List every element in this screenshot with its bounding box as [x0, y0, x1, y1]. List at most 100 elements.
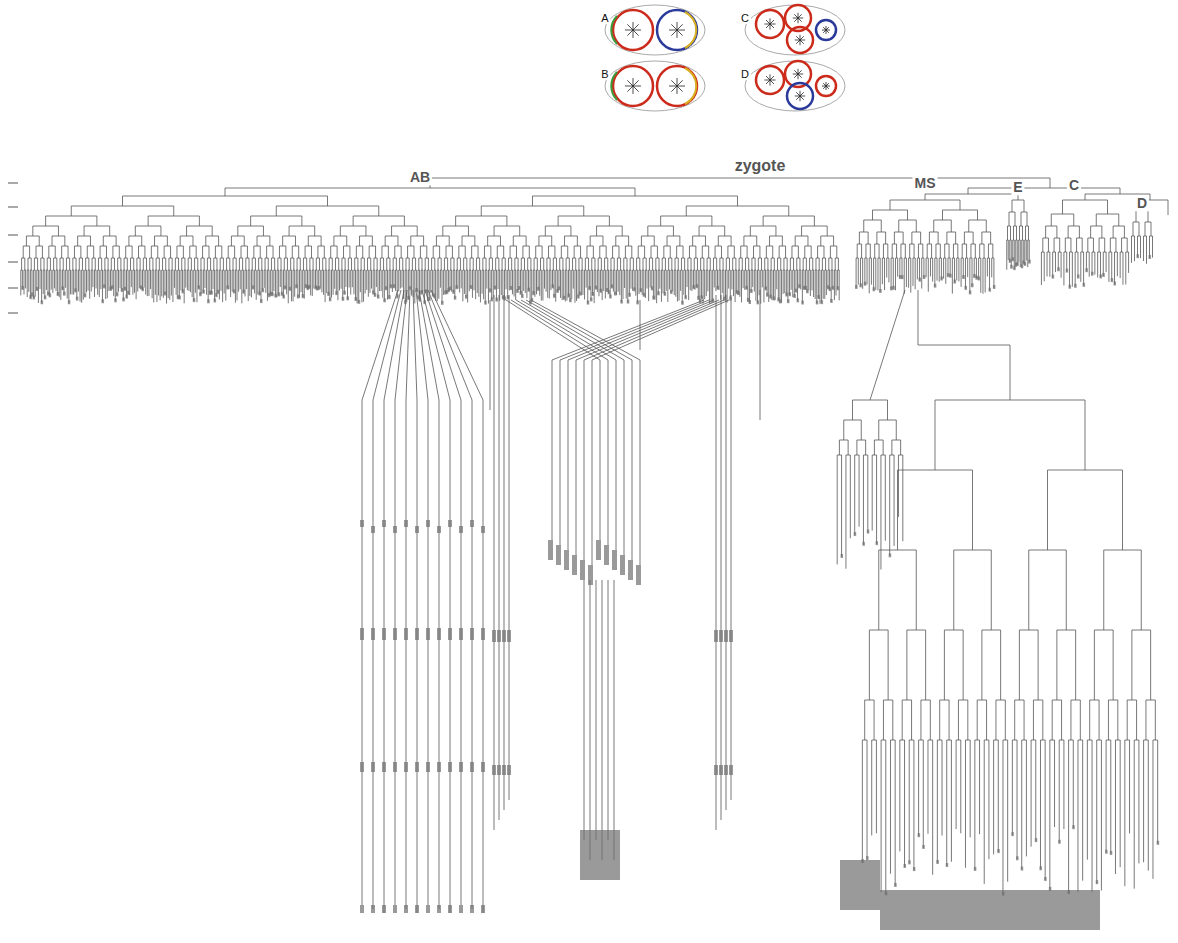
dense-division-mark [126, 295, 129, 299]
dense-division-mark [437, 762, 441, 772]
eggshell-outline [605, 5, 705, 55]
dense-division-mark [1074, 284, 1077, 288]
dense-division-mark [816, 300, 819, 304]
aster-ray [633, 30, 634, 38]
aster-ray [633, 78, 634, 86]
dense-division-mark [407, 296, 410, 300]
dense-division-mark [572, 555, 577, 575]
dense-division-mark [579, 292, 582, 296]
dense-division-mark [997, 849, 1000, 853]
dense-division-mark [481, 762, 485, 772]
dense-division-mark [657, 291, 660, 295]
aster-ray [633, 86, 634, 94]
dense-division-mark [1012, 257, 1015, 261]
dense-division-mark [798, 284, 801, 288]
dense-division-mark [841, 554, 844, 558]
dense-division-mark [608, 290, 611, 294]
dense-division-mark [459, 526, 463, 533]
dense-division-mark [470, 762, 474, 772]
aster-ray [766, 76, 770, 80]
axis-tick [8, 262, 18, 263]
dense-division-mark [507, 295, 510, 299]
dense-division-mark [437, 628, 441, 640]
dense-division-mark [1091, 272, 1094, 276]
embryo-schematic [745, 5, 845, 55]
aster-ray [823, 86, 826, 89]
aster-ray [633, 30, 641, 31]
dense-division-mark [428, 297, 431, 301]
dense-division-mark [497, 630, 501, 642]
dense-division-mark [1149, 255, 1152, 259]
dense-division-mark [415, 628, 419, 640]
dense-division-mark [426, 628, 430, 640]
aster-ray [826, 86, 829, 89]
dense-division-mark [122, 297, 125, 301]
dense-division-mark [880, 890, 1100, 930]
dense-division-mark [552, 284, 555, 288]
dense-division-mark [724, 765, 728, 775]
dense-division-mark [1044, 877, 1047, 881]
dense-division-mark [714, 630, 718, 642]
cortex-marker [685, 12, 696, 48]
dense-division-mark [114, 298, 117, 302]
cortex-marker [611, 16, 617, 44]
dense-division-mark [415, 526, 419, 533]
dense-division-mark [441, 301, 444, 305]
dense-division-mark [390, 284, 393, 288]
dense-division-mark [437, 905, 441, 913]
aster-ray [677, 86, 683, 92]
dense-division-mark [360, 905, 364, 913]
dense-division-mark [793, 294, 796, 298]
dense-division-mark [404, 520, 408, 527]
aster-ray [826, 30, 829, 33]
dense-division-mark [360, 520, 364, 527]
dense-division-mark [289, 287, 292, 291]
dense-division-mark [295, 284, 298, 288]
dense-division-mark [481, 905, 485, 913]
dense-division-mark [404, 762, 408, 772]
dense-division-mark [1058, 840, 1061, 844]
cell-outline [756, 10, 784, 38]
dense-division-mark [329, 297, 332, 301]
dense-division-mark [830, 299, 833, 303]
embryo-schematic [745, 61, 845, 111]
aster-ray [796, 36, 800, 40]
dense-division-mark [670, 290, 673, 294]
panel-letter: D [739, 68, 751, 80]
dense-division-mark [242, 290, 245, 294]
dense-division-mark [343, 291, 346, 295]
dense-division-mark [922, 845, 925, 849]
aster-ray [671, 30, 677, 36]
aster-ray [677, 30, 685, 31]
aster-ray [794, 18, 798, 22]
aster-ray [770, 76, 774, 80]
dense-division-mark [817, 295, 820, 299]
dense-division-mark [1083, 283, 1086, 287]
dense-division-mark [459, 905, 463, 913]
dense-division-mark [258, 292, 261, 296]
dense-division-mark [773, 296, 776, 300]
dense-division-mark [1072, 825, 1075, 829]
dense-division-mark [491, 297, 494, 301]
dense-division-mark [978, 276, 981, 280]
aster-ray [633, 80, 639, 86]
dense-division-mark [1039, 866, 1042, 870]
dense-division-mark [611, 284, 614, 288]
dense-division-mark [507, 765, 511, 775]
dense-division-mark [426, 905, 430, 913]
dense-division-mark [651, 286, 654, 290]
dense-division-mark [358, 300, 361, 304]
dense-division-mark [459, 762, 463, 772]
dense-division-mark [1111, 278, 1114, 282]
dense-division-mark [795, 289, 798, 293]
dense-division-mark [628, 560, 633, 580]
dense-division-mark [63, 292, 66, 296]
dense-division-mark [202, 290, 205, 294]
aster-ray [794, 74, 798, 78]
dense-division-mark [797, 298, 800, 302]
dense-division-mark [284, 286, 287, 290]
dense-division-mark [1137, 254, 1140, 258]
dense-division-mark [449, 287, 452, 291]
dense-division-mark [1024, 262, 1027, 266]
